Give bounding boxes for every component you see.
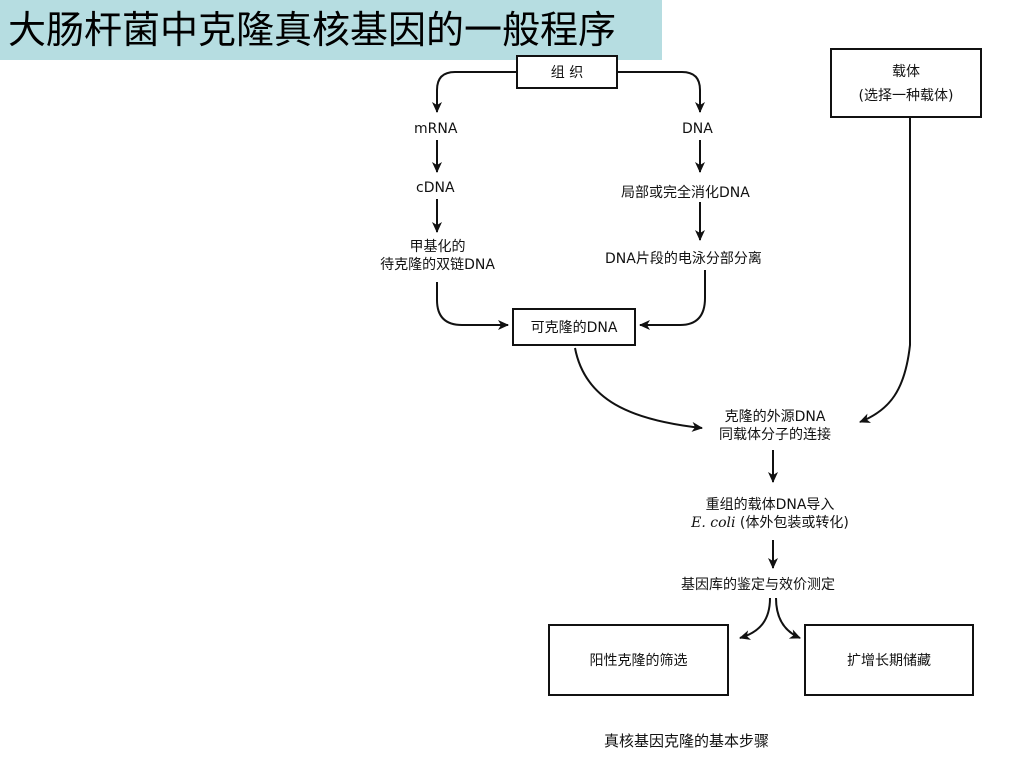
slide-title: 大肠杆菌中克隆真核基因的一般程序: [0, 0, 662, 60]
vector-sublabel: (选择一种载体): [858, 88, 954, 104]
cdna-label: cDNA: [416, 180, 455, 196]
screening-box: 阳性克隆的筛选: [548, 624, 729, 696]
vector-box: 载体 (选择一种载体): [830, 48, 982, 118]
introduction-line2-rest: (体外包装或转化): [735, 515, 849, 531]
arrow-cloneable-ligation: [574, 347, 703, 432]
storage-box: 扩增长期储藏: [804, 624, 974, 696]
ligation-line2: 同载体分子的连接: [719, 427, 831, 443]
digest-label: 局部或完全消化DNA: [621, 185, 750, 201]
tissue-label: 组 织: [550, 65, 584, 81]
screening-label: 阳性克隆的筛选: [589, 653, 688, 669]
figure-caption: 真核基因克隆的基本步骤: [604, 732, 770, 750]
ligation-label: 克隆的外源DNA 同载体分子的连接: [690, 408, 860, 444]
arrow-library-storage: [775, 597, 801, 639]
cloneable-dna-box: 可克隆的DNA: [512, 308, 636, 346]
introduction-line2: E. coli (体外包装或转化): [665, 514, 875, 532]
mrna-label: mRNA: [414, 121, 458, 137]
vector-label: 载体: [892, 64, 920, 80]
ligation-line1: 克隆的外源DNA: [724, 409, 826, 425]
introduction-label: 重组的载体DNA导入 E. coli (体外包装或转化): [665, 496, 875, 532]
electrophoresis-label: DNA片段的电泳分部分离: [605, 251, 762, 267]
cloneable-dna-label: 可克隆的DNA: [530, 320, 618, 336]
arrow-vector-ligation: [859, 118, 911, 423]
arrow-tissue-mrna: [432, 71, 517, 113]
arrow-methyl-cloneable: [436, 282, 509, 330]
storage-label: 扩增长期储藏: [847, 653, 931, 669]
methylated-line2: 待克隆的双链DNA: [380, 257, 495, 273]
library-label: 基因库的鉴定与效价测定: [681, 577, 835, 593]
methylated-dna-label: 甲基化的 待克隆的双链DNA: [360, 238, 515, 274]
ecoli-text: E. coli: [691, 515, 736, 531]
dna-label: DNA: [682, 121, 713, 137]
arrow-tissue-dna: [617, 71, 705, 113]
arrow-library-screening: [739, 597, 771, 640]
tissue-box: 组 织: [516, 55, 618, 89]
introduction-line1: 重组的载体DNA导入: [705, 497, 835, 513]
arrow-electro-cloneable: [639, 270, 706, 330]
methylated-line1: 甲基化的: [409, 239, 466, 255]
